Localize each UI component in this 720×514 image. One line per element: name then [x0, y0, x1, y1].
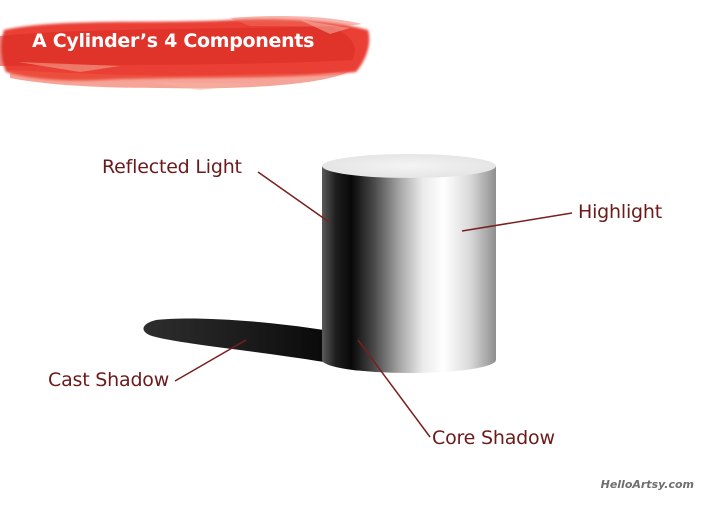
cast-shadow-shape — [143, 318, 324, 362]
site-watermark: HelloArtsy.com — [600, 478, 694, 491]
core-shadow-leader — [357, 339, 431, 438]
reflected-light-leader — [257, 171, 330, 223]
cast-shadow-leader — [174, 339, 247, 382]
core-shadow-label: Core Shadow — [432, 427, 555, 449]
banner-brushstroke — [0, 16, 370, 90]
cast-shadow-label: Cast Shadow — [48, 369, 170, 391]
highlight-leader — [461, 212, 573, 232]
reflected-light-label: Reflected Light — [102, 156, 242, 178]
page-title: A Cylinder’s 4 Components — [32, 30, 315, 52]
cylinder-top — [322, 154, 496, 178]
cylinder-body — [322, 166, 496, 373]
highlight-label: Highlight — [578, 201, 662, 223]
